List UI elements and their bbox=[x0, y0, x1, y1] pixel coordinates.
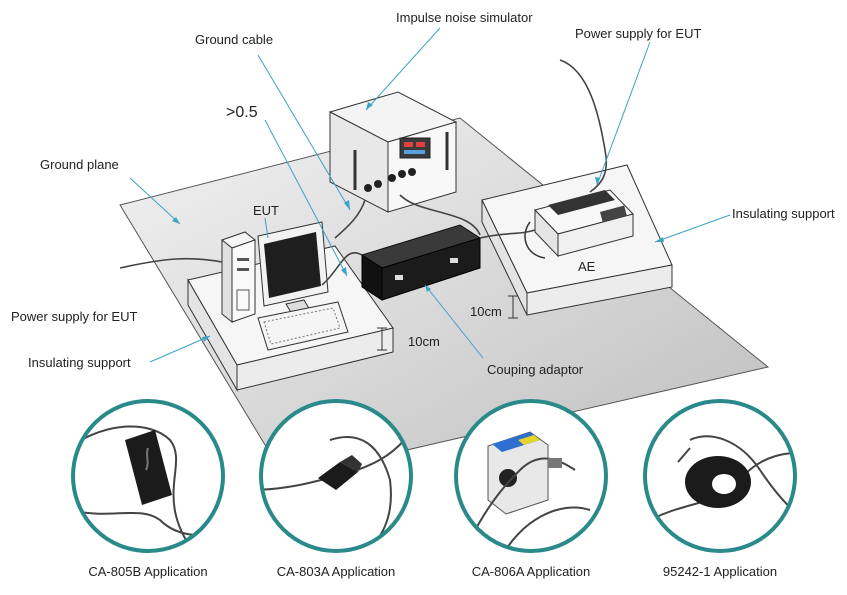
dimension-marks bbox=[377, 295, 518, 351]
label-10cm-horizontal: 10cm bbox=[408, 334, 440, 349]
application-circle-ca-803a bbox=[259, 399, 413, 553]
caption-ca-806a: CA-806A Application bbox=[471, 564, 591, 579]
label-ground-cable: Ground cable bbox=[195, 32, 274, 47]
label-10cm-vertical: 10cm bbox=[470, 304, 502, 319]
eut-keyboard bbox=[257, 301, 349, 351]
ca-803a-clamp bbox=[318, 462, 358, 490]
label-eut: EUT bbox=[253, 203, 279, 218]
application-circle-95242-1 bbox=[643, 399, 797, 553]
caption-95242-1: 95242-1 Application bbox=[662, 564, 778, 579]
ae-printer bbox=[524, 189, 634, 259]
label-impulse-noise-simulator: Impulse noise simulator bbox=[396, 10, 533, 25]
leader-lines bbox=[129, 27, 731, 363]
cables bbox=[119, 59, 608, 286]
eut-monitor bbox=[257, 221, 329, 315]
caption-ca-805b: CA-805B Application bbox=[88, 564, 208, 579]
application-circle-ca-805b bbox=[71, 399, 225, 553]
label-power-supply-eut-left: Power supply for EUT bbox=[11, 309, 138, 324]
label-insulating-support-right: Insulating support bbox=[732, 206, 835, 221]
label-ground-plane: Ground plane bbox=[40, 157, 119, 172]
application-circle-ca-806a bbox=[454, 399, 608, 553]
leader-arrowheads bbox=[172, 102, 664, 342]
caption-ca-803a: CA-803A Application bbox=[276, 564, 396, 579]
label-gt-05: >0.5 bbox=[226, 104, 258, 121]
label-power-supply-eut-top: Power supply for EUT bbox=[575, 26, 702, 41]
ca-805b-clamp bbox=[125, 430, 172, 505]
label-coupling-adaptor: Couping adaptor bbox=[487, 362, 584, 377]
label-ae: AE bbox=[578, 259, 596, 274]
impulse-noise-simulator-device bbox=[328, 91, 458, 213]
eut-computer-tower bbox=[220, 231, 257, 324]
label-insulating-support-left: Insulating support bbox=[28, 355, 131, 370]
